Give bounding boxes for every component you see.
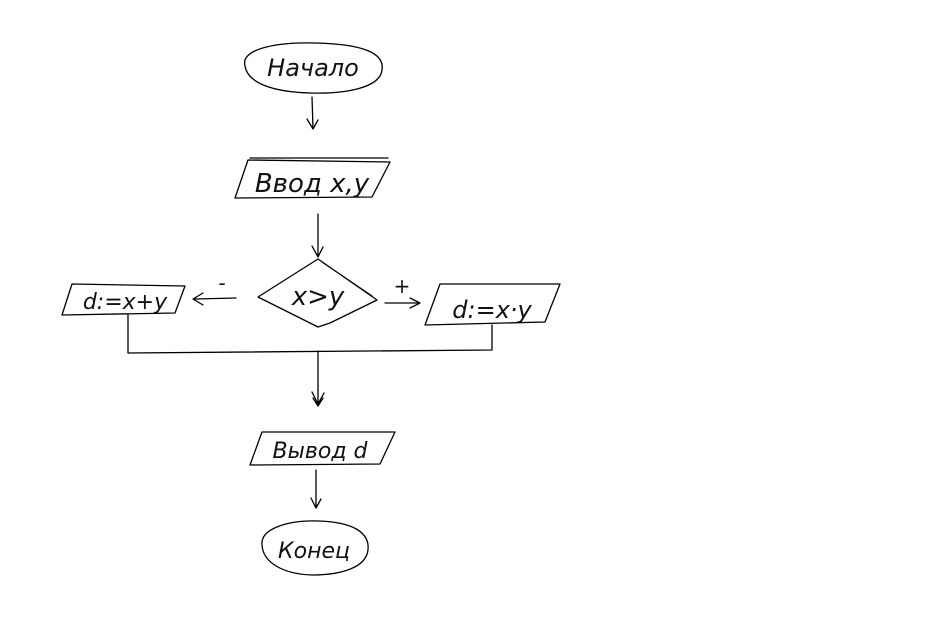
- false-branch-parallelogram: d:=x+y: [61, 283, 186, 316]
- true-branch-label: d:=x·y: [452, 296, 532, 324]
- end-label: Конец: [278, 539, 350, 564]
- output-label: Вывод d: [272, 439, 368, 464]
- merge-lines: [127, 314, 493, 407]
- input-parallelogram: Ввод x,y: [234, 157, 391, 199]
- output-parallelogram: Вывод d: [249, 431, 396, 466]
- start-label: Начало: [267, 54, 359, 82]
- condition-label: x>y: [291, 282, 345, 312]
- true-label: +: [394, 274, 411, 298]
- true-branch-parallelogram: d:=x·y: [424, 283, 561, 326]
- false-branch-label: d:=x+y: [83, 290, 168, 315]
- end-terminal: Конец: [261, 520, 369, 576]
- arrow-output-to-end: [310, 469, 322, 509]
- start-terminal: Начало: [244, 42, 383, 94]
- condition-diamond: x>y: [257, 258, 378, 328]
- arrow-start-to-input: [306, 96, 319, 130]
- false-label: -: [218, 271, 225, 295]
- arrow-condition-to-false: -: [192, 271, 237, 306]
- input-label: Ввод x,y: [255, 169, 370, 199]
- arrow-input-to-condition: [311, 213, 324, 258]
- arrow-condition-to-true: +: [384, 274, 421, 309]
